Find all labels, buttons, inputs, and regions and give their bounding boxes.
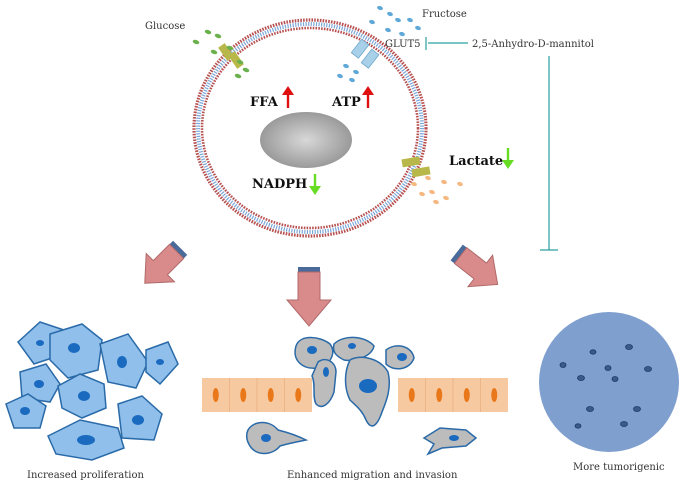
fructose-label: Fructose — [422, 9, 467, 20]
glucose-label: Glucose — [145, 21, 185, 32]
glucose-transporter — [218, 43, 244, 69]
endothelium-layer — [202, 378, 508, 412]
migrating-cell-nuclei — [261, 343, 459, 442]
arrow-to-migration-icon — [285, 267, 333, 327]
glut5-transporter — [350, 38, 380, 69]
ffa-label: FFA — [250, 95, 279, 110]
tumorigenic-label: More tumorigenic — [573, 462, 665, 473]
tumor-cell-dots — [559, 344, 652, 429]
lactate-transporter — [401, 156, 431, 178]
atp-up-arrow-icon — [362, 86, 374, 108]
glut5-label: GLUT5 — [385, 39, 421, 50]
ffa-up-arrow-icon — [282, 86, 294, 108]
lactate-label: Lactate — [449, 154, 503, 169]
arrow-to-proliferation-icon — [144, 240, 188, 284]
nadph-label: NADPH — [252, 177, 307, 192]
glucose-molecules — [192, 29, 250, 79]
proliferating-cell-nuclei — [20, 340, 164, 445]
nadph-down-arrow-icon — [309, 174, 321, 195]
migrating-cells — [245, 336, 478, 456]
atp-label: ATP — [331, 95, 361, 110]
lactate-molecules — [411, 175, 463, 205]
tumor-circle — [539, 312, 679, 452]
inhibitor-label: 2,5-Anhydro-D-mannitol — [472, 39, 594, 50]
inhibition-line — [425, 37, 558, 251]
fructose-molecules — [337, 5, 421, 83]
migration-label: Enhanced migration and invasion — [287, 470, 458, 481]
cell-membrane — [192, 18, 428, 238]
arrow-to-tumorigenic-icon — [450, 244, 499, 288]
proliferation-label: Increased proliferation — [27, 470, 144, 481]
cell-nucleus — [260, 112, 352, 168]
lactate-down-arrow-icon — [502, 148, 514, 169]
